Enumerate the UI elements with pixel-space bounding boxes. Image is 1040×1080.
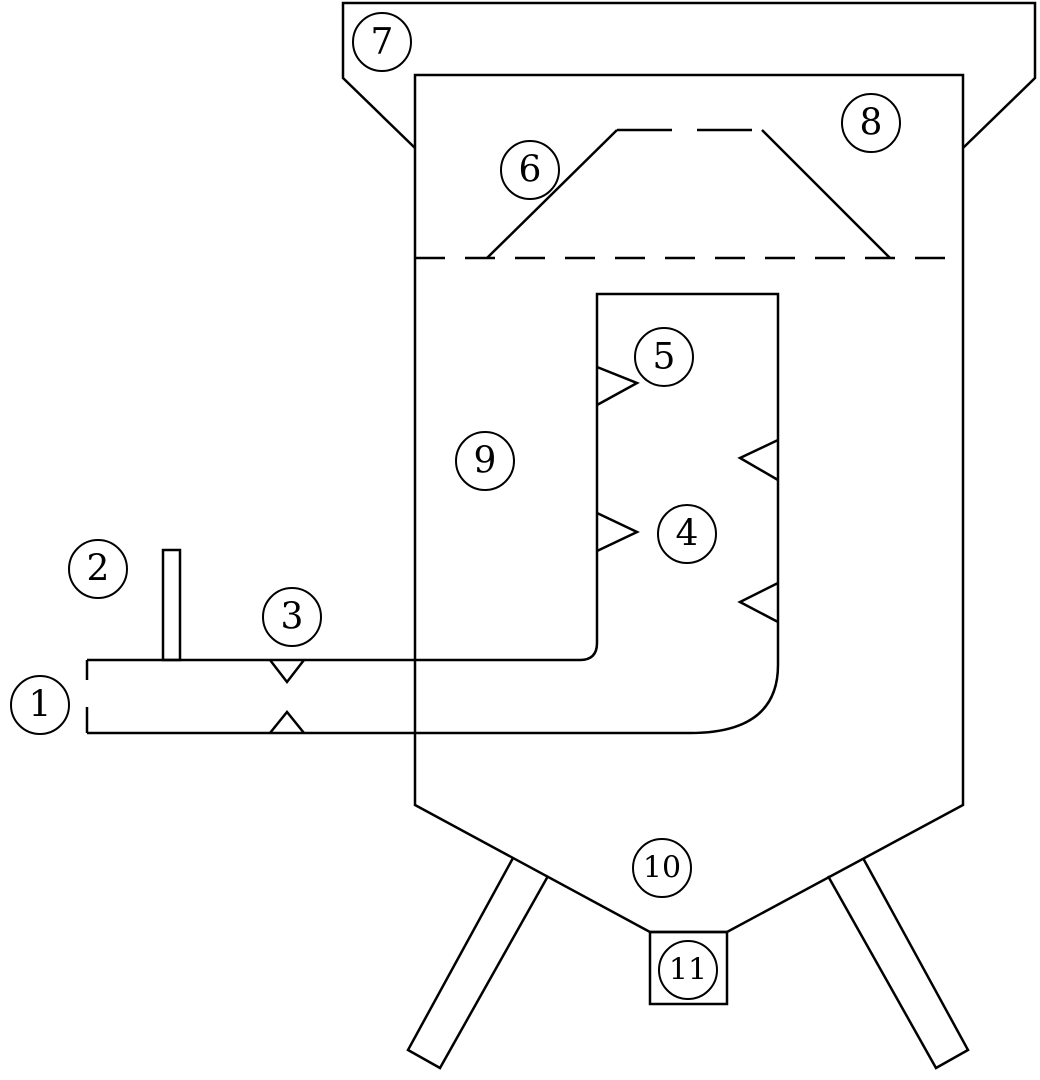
callout-11: 11 (658, 940, 718, 1000)
callout-8: 8 (841, 93, 901, 153)
callout-11-label: 11 (669, 953, 707, 988)
callout-9: 9 (455, 431, 515, 491)
callout-6-label: 6 (519, 150, 542, 191)
support-leg-left (406, 857, 550, 1070)
throat-bottom (269, 710, 305, 734)
callout-3-label: 3 (281, 597, 304, 638)
callout-5-label: 5 (653, 337, 676, 378)
callout-4: 4 (657, 504, 717, 564)
baffle-left (486, 129, 618, 259)
top-hood (341, 1, 1037, 149)
callout-4-label: 4 (676, 514, 699, 555)
callout-1: 1 (10, 675, 70, 735)
vessel-body (413, 73, 965, 934)
callout-10: 10 (632, 838, 692, 898)
callout-2-label: 2 (87, 549, 110, 590)
discharge-box (648, 930, 729, 1006)
vane-left-2 (596, 511, 640, 553)
vane-left-1 (596, 365, 640, 407)
vane-right-2 (737, 581, 779, 624)
callout-2: 2 (68, 539, 128, 599)
callout-5: 5 (634, 327, 694, 387)
callout-1-label: 1 (29, 685, 52, 726)
callout-7-label: 7 (371, 22, 394, 63)
callout-9-label: 9 (474, 441, 497, 482)
callout-6: 6 (500, 140, 560, 200)
inlet-pipe-upper-wall (87, 292, 780, 735)
callout-3: 3 (262, 587, 322, 647)
feed-tube (161, 548, 182, 662)
baffle-right (761, 129, 891, 259)
throat-top (269, 659, 305, 685)
support-leg-right (826, 857, 970, 1070)
callout-10-label: 10 (643, 851, 681, 886)
vane-right-1 (737, 438, 779, 482)
callout-7: 7 (352, 12, 412, 72)
callout-8-label: 8 (860, 103, 883, 144)
